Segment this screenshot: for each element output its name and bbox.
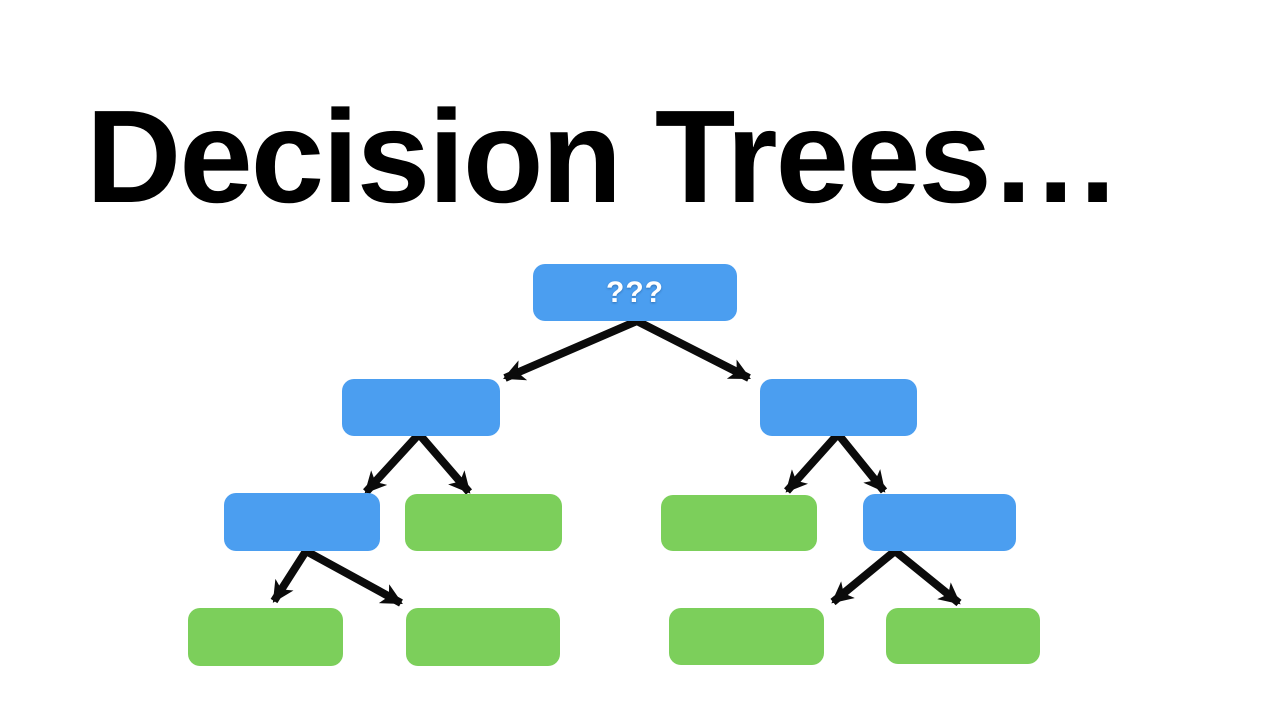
tree-node-n3c <box>661 495 817 551</box>
arrow-v-from-n3d <box>830 545 962 607</box>
tree-node-root: ??? <box>533 264 737 321</box>
tree-node-n2b <box>760 379 917 436</box>
tree-node-n4b <box>406 608 560 666</box>
tree-node-n3d <box>863 494 1016 551</box>
arrow-v-from-n2b <box>784 427 888 494</box>
tree-node-n3b <box>405 494 562 551</box>
arrow-v-from-root <box>503 316 751 382</box>
arrow-v-from-n2a <box>363 427 473 495</box>
tree-node-n4a <box>188 608 343 666</box>
page-title: Decision Trees… <box>86 83 1122 230</box>
tree-node-n4c <box>669 608 824 665</box>
tree-node-label: ??? <box>606 275 664 309</box>
arrow-v-from-n3a <box>270 545 403 607</box>
tree-node-n4d <box>886 608 1040 664</box>
tree-node-n3a <box>224 493 380 551</box>
tree-node-n2a <box>342 379 500 436</box>
